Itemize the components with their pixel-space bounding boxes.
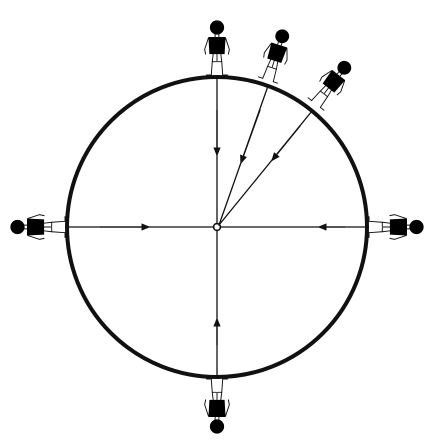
- figure-top-standing: [205, 20, 230, 75]
- figure-bottom: [205, 379, 230, 434]
- figure-top-walking-1: [257, 26, 296, 84]
- figure-top-walking-2: [307, 55, 358, 111]
- gravity-arrow-diag-2: [274, 126, 300, 158]
- figure-left: [10, 215, 65, 240]
- figure-right: [369, 215, 424, 240]
- gravity-arrow-diag-1: [242, 110, 260, 160]
